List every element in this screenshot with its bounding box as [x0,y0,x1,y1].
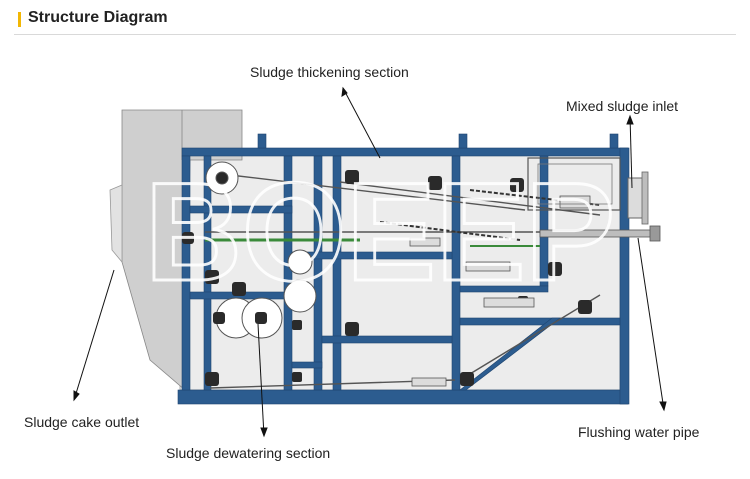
watermark: BOEEP [145,153,615,310]
main-frame [177,133,630,405]
discharge-chute [109,184,123,264]
section-header: Structure Diagram [14,8,736,35]
label-sludge-cake-outlet: Sludge cake outlet [24,414,140,430]
tension-cylinders [409,195,591,387]
header-accent-bar [18,12,21,27]
label-mixed-sludge-inlet: Mixed sludge inlet [566,98,679,114]
rollers [205,161,317,339]
label-flushing-water-pipe: Flushing water pipe [578,424,700,440]
leader-lines [73,86,667,438]
page-title: Structure Diagram [28,9,168,26]
bearing-blocks [182,170,592,386]
label-thickening-section: Sludge thickening section [250,64,409,80]
label-dewatering-section: Sludge dewatering section [166,445,331,461]
inlet-box [527,157,621,211]
